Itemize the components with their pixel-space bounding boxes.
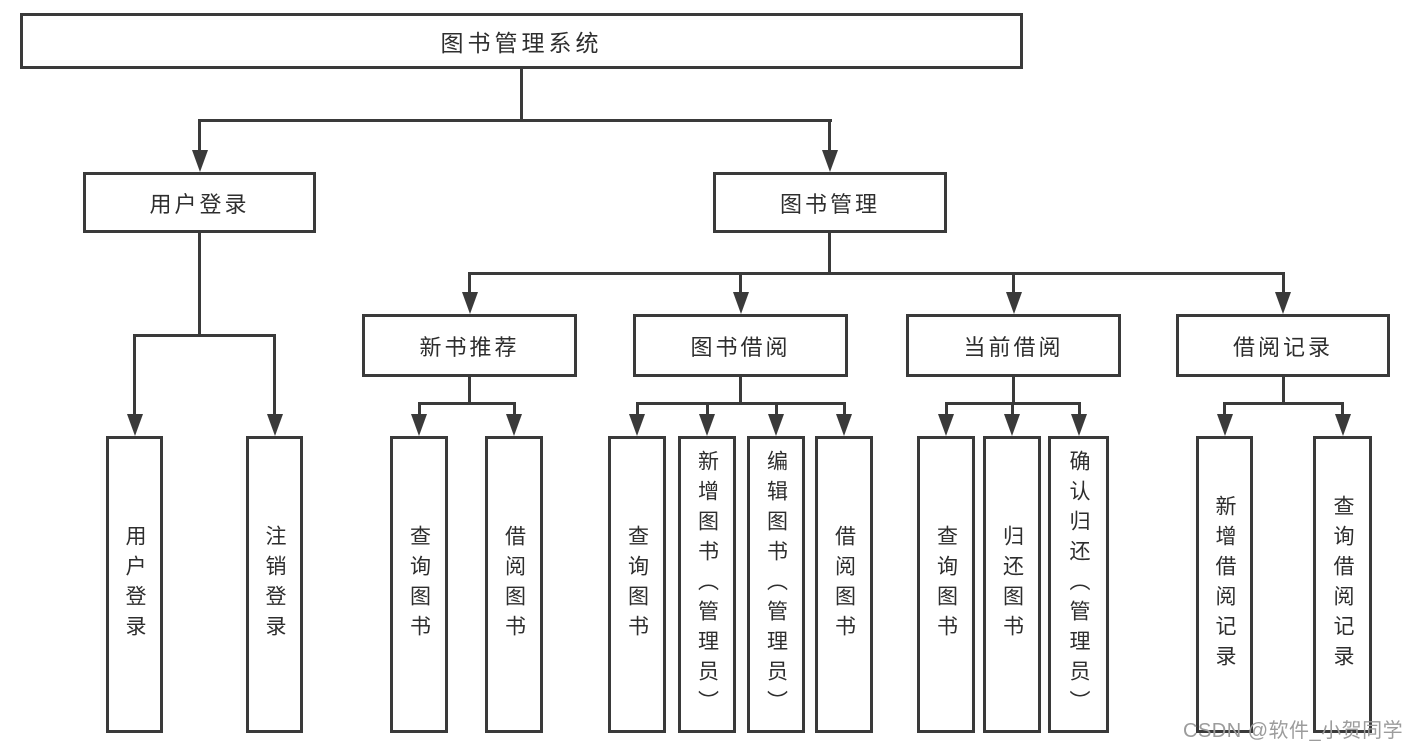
- leaf-user-login: 用户登录: [106, 436, 163, 733]
- node-label: 新书推荐: [419, 334, 520, 360]
- arrow-down: [733, 292, 749, 314]
- leaf-label: 编辑图书（管理员）: [764, 449, 788, 720]
- connector-vline: [1011, 402, 1014, 416]
- leaf-logout: 注销登录: [246, 436, 303, 733]
- node-label: 借阅记录: [1232, 334, 1333, 360]
- leaf-current-confirm-return-admin: 确认归还（管理员）: [1048, 436, 1109, 733]
- connector-vline: [418, 402, 421, 416]
- arrow-down: [192, 150, 208, 172]
- connector-vline: [133, 334, 136, 414]
- node-label: 当前借阅: [963, 334, 1064, 360]
- node-label: 图书借阅: [690, 334, 791, 360]
- leaf-current-query-books: 查询图书: [917, 436, 975, 733]
- leaf-newbook-query-books: 查询图书: [390, 436, 448, 733]
- connector-vline: [198, 119, 201, 154]
- connector-vline: [273, 334, 276, 414]
- leaf-label: 新增借阅记录: [1213, 494, 1236, 675]
- connector-hline: [133, 334, 276, 337]
- connector-hline: [1223, 402, 1344, 405]
- arrow-down: [1335, 414, 1351, 436]
- connector-vline: [1012, 377, 1015, 405]
- connector-vline: [1282, 272, 1285, 296]
- leaf-label: 查询借阅记录: [1331, 494, 1354, 675]
- node-user-login: 用户登录: [83, 172, 316, 233]
- leaf-label: 归还图书: [1000, 524, 1024, 645]
- leaf-label: 确认归还（管理员）: [1067, 449, 1090, 720]
- connector-vline: [706, 402, 709, 416]
- leaf-current-return-books: 归还图书: [983, 436, 1041, 733]
- leaf-borrow-query-books: 查询图书: [608, 436, 666, 733]
- connector-hline: [636, 402, 845, 405]
- connector-vline: [775, 402, 778, 416]
- leaf-borrow-add-books-admin: 新增图书（管理员）: [678, 436, 736, 733]
- node-book-borrowing: 图书借阅: [633, 314, 848, 377]
- leaf-label: 查询图书: [934, 524, 958, 645]
- arrow-down: [411, 414, 427, 436]
- connector-vline: [739, 272, 742, 296]
- arrow-down: [1217, 414, 1233, 436]
- arrow-down: [506, 414, 522, 436]
- node-label: 图书管理: [779, 191, 880, 217]
- connector-vline: [468, 272, 471, 296]
- connector-hline: [198, 119, 832, 122]
- connector-vline: [739, 377, 742, 405]
- connector-vline: [198, 233, 201, 337]
- connector-vline: [1223, 402, 1226, 416]
- node-borrowing-records: 借阅记录: [1176, 314, 1390, 377]
- leaf-borrow-borrow-books: 借阅图书: [815, 436, 873, 733]
- leaf-label: 查询图书: [625, 524, 649, 645]
- arrow-down: [1071, 414, 1087, 436]
- arrow-down: [768, 414, 784, 436]
- connector-vline: [945, 402, 948, 416]
- node-new-book-recommend: 新书推荐: [362, 314, 577, 377]
- arrow-down: [462, 292, 478, 314]
- leaf-record-query-borrow-record: 查询借阅记录: [1313, 436, 1372, 733]
- watermark-text: CSDN @软件_小贺同学: [1183, 720, 1404, 742]
- leaf-label: 新增图书（管理员）: [695, 449, 719, 720]
- connector-vline: [468, 377, 471, 405]
- leaf-label: 借阅图书: [832, 524, 856, 645]
- connector-hline: [468, 272, 1285, 275]
- connector-vline: [520, 68, 523, 122]
- arrow-down: [1004, 414, 1020, 436]
- arrow-down: [267, 414, 283, 436]
- connector-vline: [636, 402, 639, 416]
- leaf-newbook-borrow-books: 借阅图书: [485, 436, 543, 733]
- connector-vline: [513, 402, 516, 416]
- arrow-down: [836, 414, 852, 436]
- connector-vline: [1341, 402, 1344, 416]
- node-current-borrowing: 当前借阅: [906, 314, 1121, 377]
- connector-vline: [1282, 377, 1285, 405]
- leaf-label: 查询图书: [407, 524, 431, 645]
- connector-vline: [843, 402, 846, 416]
- arrow-down: [938, 414, 954, 436]
- node-library-system: 图书管理系统: [20, 13, 1023, 69]
- leaf-label: 用户登录: [123, 524, 146, 645]
- connector-vline: [828, 119, 831, 154]
- leaf-label: 注销登录: [263, 524, 286, 645]
- arrow-down: [699, 414, 715, 436]
- arrow-down: [1275, 292, 1291, 314]
- connector-vline: [828, 233, 831, 275]
- leaf-label: 借阅图书: [502, 524, 526, 645]
- connector-vline: [1078, 402, 1081, 416]
- arrow-down: [629, 414, 645, 436]
- connector-hline: [418, 402, 516, 405]
- arrow-down: [822, 150, 838, 172]
- connector-vline: [1012, 272, 1015, 296]
- arrow-down: [127, 414, 143, 436]
- node-label: 用户登录: [149, 191, 250, 217]
- arrow-down: [1006, 292, 1022, 314]
- node-book-management: 图书管理: [713, 172, 947, 233]
- leaf-borrow-edit-books-admin: 编辑图书（管理员）: [747, 436, 805, 733]
- node-label: 图书管理系统: [440, 30, 603, 56]
- leaf-record-add-borrow-record: 新增借阅记录: [1196, 436, 1253, 733]
